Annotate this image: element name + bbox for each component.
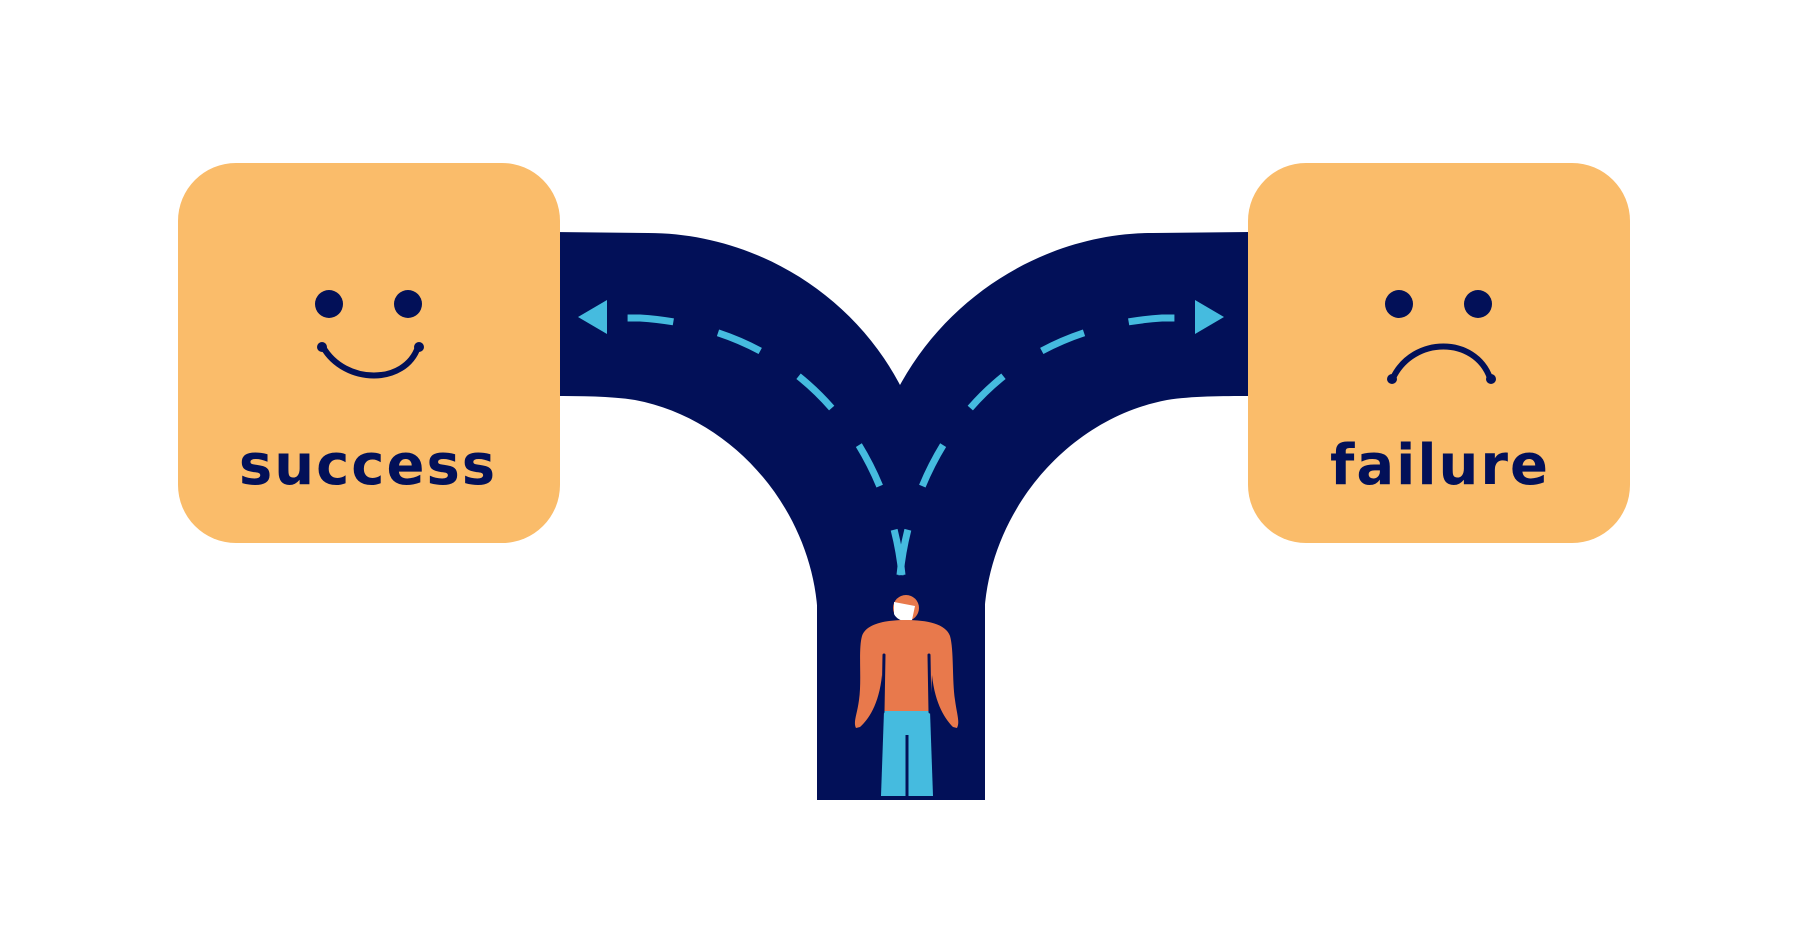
smile-mouth-end-left: [317, 342, 327, 352]
smile-mouth-end-right: [414, 342, 424, 352]
arrow-left-icon: [578, 300, 607, 334]
road-right-branch: [900, 232, 1250, 625]
person-torso: [854, 620, 959, 728]
smile-face-left-eye: [315, 290, 343, 318]
frown-face-mouth: [1390, 343, 1493, 381]
smile-face-mouth: [320, 344, 421, 379]
frown-face-left-eye: [1385, 290, 1413, 318]
failure-label: failure: [1330, 433, 1550, 498]
road: [553, 232, 1250, 800]
dashed-paths: [605, 314, 1197, 576]
frown-mouth-end-left: [1387, 374, 1397, 384]
frown-face-right-eye: [1464, 290, 1492, 318]
person-right-arm-line: [927, 653, 932, 714]
success-label: success: [239, 433, 497, 498]
smile-face-right-eye: [394, 290, 422, 318]
smile-face-icon: [315, 290, 424, 379]
frown-face-icon: [1385, 290, 1496, 384]
frown-mouth-end-right: [1486, 374, 1496, 384]
person-face: [894, 602, 915, 622]
success-box-bg: [178, 163, 560, 543]
success-box: success: [178, 163, 560, 543]
dashed-path-left: [605, 314, 906, 576]
road-left-branch: [553, 232, 900, 625]
dashed-path-right: [896, 314, 1197, 576]
failure-box-bg: [1248, 163, 1630, 543]
person-icon: [854, 595, 959, 796]
person-left-arm-line: [881, 653, 886, 714]
arrow-right-icon: [1195, 300, 1224, 334]
failure-box: failure: [1248, 163, 1630, 543]
